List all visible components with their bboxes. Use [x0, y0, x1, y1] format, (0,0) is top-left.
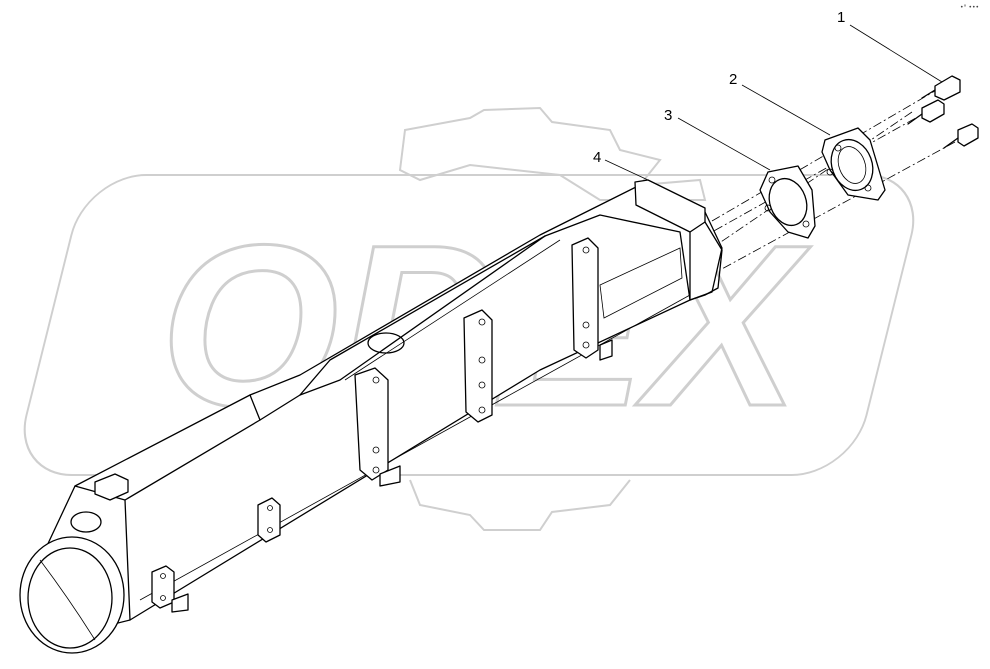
callout-3: 3: [664, 107, 672, 124]
inlet-ring: [19, 536, 125, 654]
mounting-bracket-3: [571, 237, 599, 359]
assembly-lines: [699, 87, 956, 271]
mounting-bracket-1: [354, 367, 389, 481]
corner-mark: •° •••: [960, 4, 979, 11]
top-boss: [94, 473, 129, 501]
side-lug-1: [257, 497, 281, 543]
foot-1: [171, 593, 189, 613]
leader-lines: [604, 24, 943, 181]
side-lug-2: [151, 565, 175, 609]
bolt-2: [907, 99, 945, 125]
foot-2: [379, 465, 401, 487]
bolt-1: [921, 75, 961, 101]
watermark-gear-bottom: [409, 479, 631, 531]
callout-1: 1: [837, 9, 845, 26]
callout-2: 2: [729, 71, 737, 88]
inlet-port: [70, 511, 102, 533]
gasket: [759, 165, 816, 239]
side-recess: [599, 247, 683, 319]
callout-4: 4: [593, 149, 601, 166]
foot-3: [599, 339, 613, 361]
bolt-3: [943, 123, 979, 149]
mounting-bracket-2: [463, 309, 493, 423]
manifold-pipe: [19, 179, 723, 654]
watermark-frame: [23, 174, 915, 476]
flange: [821, 127, 886, 201]
